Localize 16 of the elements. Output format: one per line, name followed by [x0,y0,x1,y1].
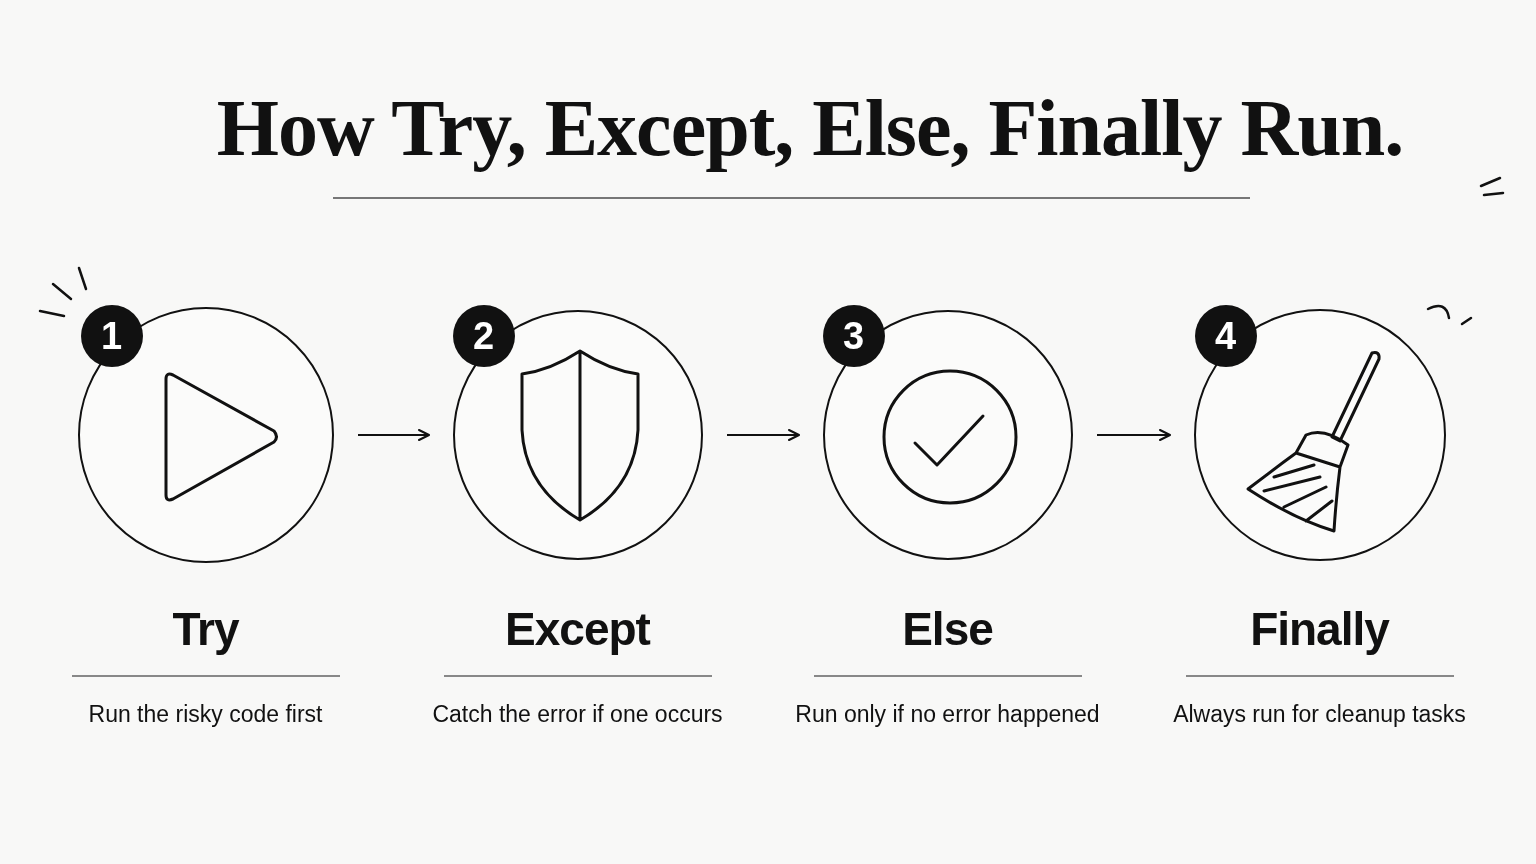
step-number: 1 [80,304,143,367]
step-heading: Else [902,601,993,656]
step-number: 3 [822,304,885,367]
step-heading: Finally [1250,601,1389,656]
step-number: 4 [1194,304,1257,367]
diagram-title: How Try, Except, Else, Finally Run. [215,83,1405,174]
step-description: Run the risky code first [88,699,323,729]
arrow [726,429,800,441]
step-heading: Except [505,601,650,656]
step-number: 2 [452,304,515,367]
step-description: Run only if no error happened [795,699,1100,729]
step-description: Catch the error if one occurs [432,699,723,729]
step-description: Always run for cleanup tasks [1173,699,1466,729]
step-heading: Try [172,601,239,656]
arrow [357,429,430,441]
arrow [1096,429,1171,441]
